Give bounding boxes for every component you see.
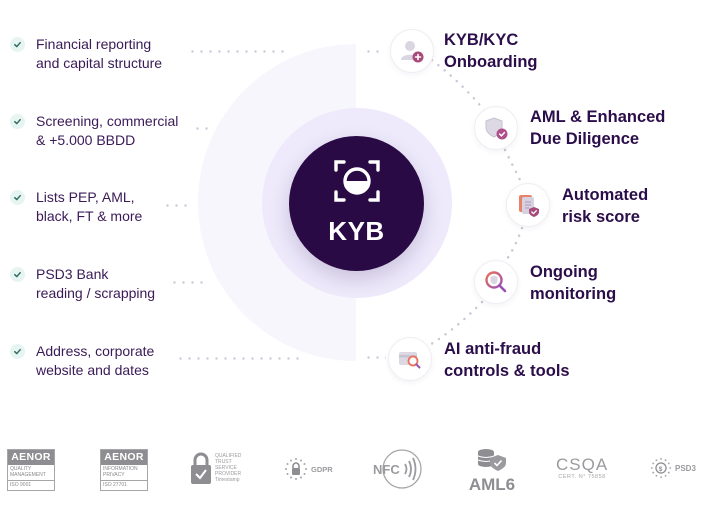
shield-check-icon [485, 117, 508, 140]
feature-screening: Screening, commercial & +5.000 BBDD [10, 112, 178, 150]
logo-sub: MANAGEMENT [10, 472, 46, 478]
logo-sub: QUALITY [10, 466, 32, 472]
logo-code: ISO 9001 [10, 482, 32, 488]
feature-line: & +5.000 BBDD [36, 132, 136, 148]
logo-sub: SERVICE [215, 465, 237, 471]
dotted-connector [364, 356, 386, 359]
logo-sub: PROVIDER [215, 471, 242, 477]
dotted-connector [188, 50, 286, 53]
logo-name: PSD3 [675, 463, 696, 473]
psd3-coin-icon: $ [650, 457, 672, 479]
feature-line: black, FT & more [36, 208, 143, 224]
gdpr-logo: GDPR [284, 457, 333, 481]
magnifier-shield-icon [485, 271, 507, 293]
database-shield-icon [477, 449, 506, 471]
step-icon-monitoring [474, 260, 518, 304]
feature-line: and capital structure [36, 55, 163, 71]
step-icon-anti-fraud [388, 337, 432, 381]
step-line: AML & Enhanced [530, 108, 666, 126]
dotted-connector [170, 281, 205, 284]
logo-code: ISO 27701 [103, 482, 127, 488]
logo-name: GDPR [311, 464, 333, 474]
user-add-icon [401, 41, 424, 63]
kyb-center-badge: KYB [289, 136, 424, 271]
step-line: monitoring [530, 285, 617, 303]
logo-name: CSQA [556, 455, 609, 474]
check-icon [10, 37, 25, 52]
step-line: KYB/KYC [444, 31, 519, 49]
logo-code: CERT. N° 75858 [558, 474, 606, 480]
check-icon [10, 190, 25, 205]
feature-lists-pep: Lists PEP, AML, black, FT & more [10, 188, 142, 226]
dotted-connector [176, 357, 300, 360]
logo-name: AENOR [101, 450, 147, 465]
feature-line: PSD3 Bank [36, 266, 109, 282]
logo-sub: QUALIFIED [215, 453, 242, 459]
step-ongoing-monitoring: Ongoing monitoring [530, 261, 616, 305]
step-line: risk score [562, 208, 640, 226]
nfc-icon: NFC [373, 449, 422, 489]
feature-line: website and dates [36, 362, 149, 378]
feature-psd3: PSD3 Bank reading / scrapping [10, 265, 155, 303]
logo-name: AML6 [468, 475, 516, 494]
dotted-connector [193, 127, 211, 130]
logo-sub: INFORMATION [103, 466, 138, 472]
gdpr-lock-icon [285, 458, 307, 480]
feature-line: reading / scrapping [36, 285, 156, 301]
step-kyb-kyc-onboarding: KYB/KYC Onboarding [444, 29, 538, 73]
dotted-connector [364, 50, 384, 53]
card-search-icon [399, 352, 421, 369]
document-shield-icon [519, 195, 539, 217]
step-ai-anti-fraud: AI anti-fraud controls & tools [444, 338, 570, 382]
logo-name: AENOR [8, 450, 54, 465]
step-line: controls & tools [444, 362, 570, 380]
step-automated-risk-score: Automated risk score [562, 184, 648, 228]
step-icon-kyb-kyc [390, 29, 434, 73]
step-line: Onboarding [444, 53, 538, 71]
svg-text:$: $ [659, 466, 663, 473]
kyb-label: KYB [328, 216, 385, 246]
logo-sub: PRIVACY [103, 472, 125, 478]
step-icon-risk-score [506, 183, 550, 227]
feature-line: Screening, commercial [36, 113, 179, 129]
svg-text:NFC: NFC [373, 462, 400, 477]
feature-financial-reporting: Financial reporting and capital structure [10, 35, 162, 73]
dotted-connector [163, 204, 189, 207]
padlock-check-icon [191, 452, 211, 484]
logo-sub: TRUST [215, 459, 232, 465]
step-line: Ongoing [530, 263, 598, 281]
check-icon [10, 344, 25, 359]
nfc-logo: NFC [372, 448, 424, 495]
feature-line: Address, corporate [36, 343, 155, 359]
check-icon [10, 114, 25, 129]
step-line: Automated [562, 186, 649, 204]
psd3-logo: $ PSD3 [650, 457, 696, 479]
face-scan-icon [334, 160, 380, 202]
step-icon-aml [474, 106, 518, 150]
feature-address: Address, corporate website and dates [10, 342, 154, 380]
logo-sub: Timestamp [215, 477, 240, 483]
step-line: AI anti-fraud [444, 340, 542, 358]
qtsp-logo: QUALIFIED TRUST SERVICE PROVIDER Timesta… [191, 452, 241, 484]
step-line: Due Diligence [530, 130, 640, 148]
aml6-logo: AML6 [466, 447, 518, 494]
csqa-logo: CSQA CERT. N° 75858 [556, 455, 609, 481]
feature-line: Financial reporting [36, 36, 152, 52]
feature-line: Lists PEP, AML, [36, 189, 135, 205]
check-icon [10, 267, 25, 282]
